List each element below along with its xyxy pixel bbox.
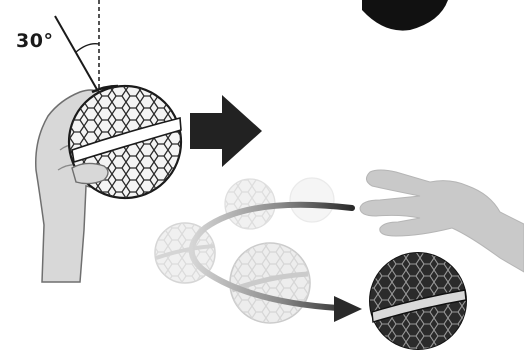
ghost-ball-trail xyxy=(155,178,334,323)
hand-icon xyxy=(360,170,524,272)
angle-label: 30° xyxy=(16,30,53,52)
top-black-shape xyxy=(362,0,448,31)
target-orb-ball xyxy=(370,253,466,349)
ghost-ball-top-2 xyxy=(290,178,334,222)
right-arrow-icon xyxy=(190,95,262,167)
thumb xyxy=(72,163,108,183)
angle-arc xyxy=(76,44,99,52)
ghost-ball-bottom xyxy=(230,243,310,323)
tilt-line xyxy=(55,16,103,100)
